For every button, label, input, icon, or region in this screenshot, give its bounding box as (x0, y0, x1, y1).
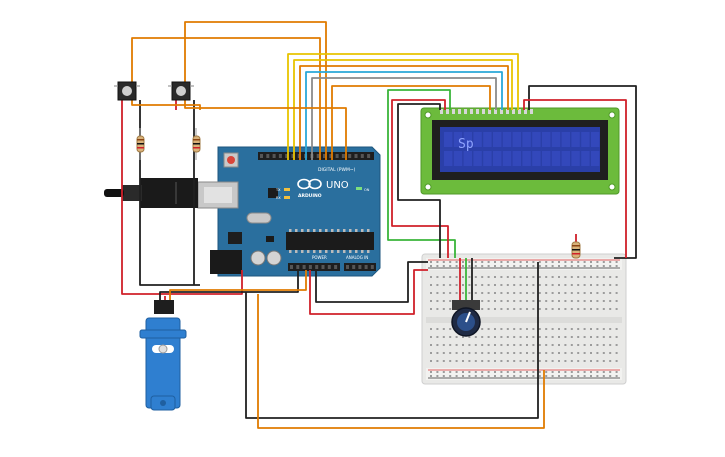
wire-blue (305, 71, 503, 160)
lcd-character-cells (444, 132, 600, 166)
power-header-label: POWER (312, 255, 327, 260)
wire-orange (184, 100, 347, 160)
capacitor (266, 250, 282, 266)
wire-red (523, 99, 627, 258)
tx-label: TX (275, 188, 281, 192)
digital-header (258, 152, 374, 160)
wire-red (391, 99, 449, 258)
on-led (356, 187, 362, 190)
wire-orange (299, 65, 509, 160)
on-label: ON (364, 188, 370, 192)
wire-orange (257, 294, 545, 429)
tx-led (284, 188, 290, 191)
lcd-module[interactable]: Sp (420, 107, 620, 195)
wire-red (309, 269, 428, 315)
wire-orange (184, 21, 327, 160)
wire-green (387, 89, 456, 258)
rx-label: RX (276, 196, 281, 200)
wire-orange (131, 37, 321, 160)
analog-header-label: ANALOG IN (346, 255, 368, 260)
rx-led (284, 196, 290, 199)
wire-black (159, 270, 299, 306)
resistor-icon[interactable] (571, 241, 581, 259)
power-header (288, 263, 340, 271)
board-brand-label: ARDUINO (298, 193, 322, 199)
voltage-regulator (228, 232, 242, 244)
wire-black (315, 261, 428, 303)
power-jack (210, 250, 242, 274)
digital-header-label: DIGITAL (PWM~) (318, 167, 356, 173)
wire-gray (311, 77, 497, 160)
lcd-display-text: Sp (458, 137, 474, 152)
arduino-logo-icon (297, 178, 322, 190)
potentiometer-knob-icon[interactable] (451, 300, 481, 337)
wire-red (121, 100, 243, 295)
reset-button-cap (227, 156, 235, 164)
wire-orange (169, 270, 307, 306)
pushbutton-icon[interactable] (114, 81, 140, 101)
wire-orange (331, 85, 491, 160)
wire-black (528, 85, 637, 259)
lcd-header-pins (440, 109, 533, 114)
crystal-oscillator (246, 212, 272, 224)
arduino-uno-board[interactable]: TX RX ON UNO ARDUINO DIGITAL (PWM~) POWE… (197, 146, 381, 277)
capacitor (250, 250, 266, 266)
resistor-icon[interactable] (192, 128, 201, 160)
wire-yellow (293, 59, 513, 160)
wire-black (397, 103, 441, 258)
atmega-chip (286, 232, 374, 250)
servo-motor-icon[interactable] (139, 300, 187, 411)
wire-black (245, 262, 539, 419)
breadboard[interactable] (421, 253, 627, 385)
board-model-label: UNO (326, 180, 349, 191)
wires (121, 21, 637, 429)
breadboard-holes (430, 261, 618, 377)
pushbutton-icon[interactable] (168, 81, 194, 101)
wire-yellow (287, 53, 519, 160)
resistor-icon[interactable] (136, 128, 145, 160)
usb-cable (104, 178, 198, 208)
